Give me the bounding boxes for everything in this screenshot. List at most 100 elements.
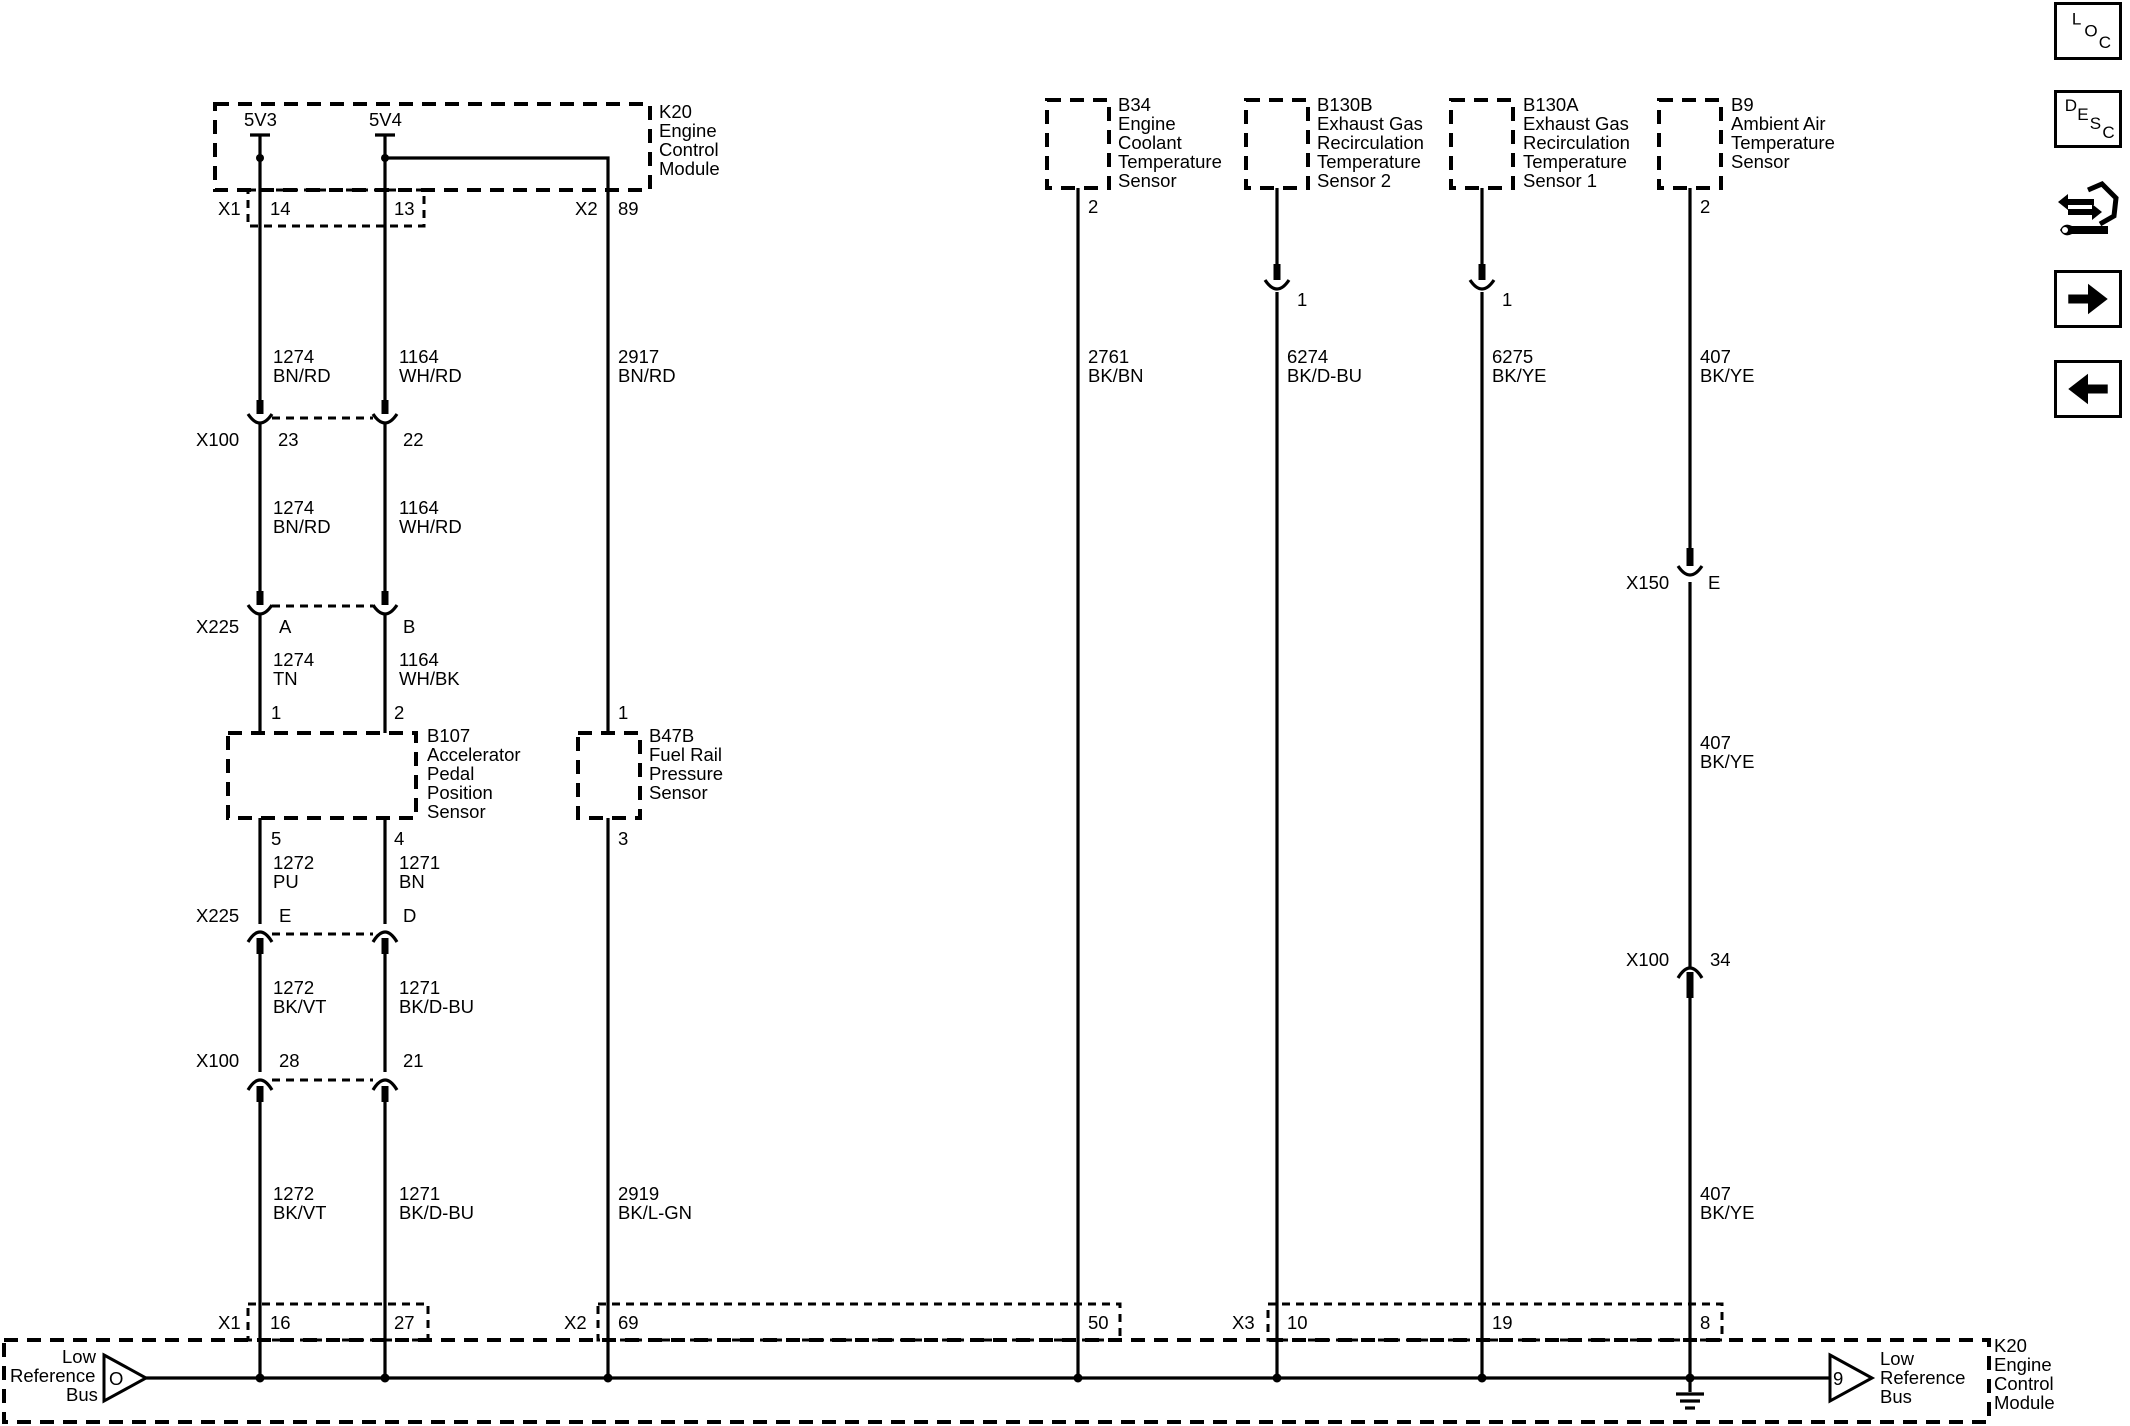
b130b-name-2: Recirculation bbox=[1317, 132, 1424, 153]
wire-label-number: 2761 bbox=[1088, 346, 1129, 367]
x225-bottom-pin-b: D bbox=[403, 905, 416, 926]
b9-pin: 2 bbox=[1700, 196, 1710, 217]
wire-label-color: BK/D-BU bbox=[399, 996, 474, 1017]
b107-pin-2: 2 bbox=[394, 702, 404, 723]
k20-bottom-box bbox=[2, 1338, 1991, 1424]
b9-name-2: Temperature bbox=[1731, 132, 1835, 153]
k20-bottom-x1-label: X1 bbox=[218, 1312, 241, 1333]
k20-bottom-name-1: Engine bbox=[1994, 1354, 2052, 1375]
x225-bottom-label: X225 bbox=[196, 905, 239, 926]
connector-x225-top: X225 A B bbox=[196, 591, 415, 637]
x150-label: X150 bbox=[1626, 572, 1669, 593]
k20-bottom-x3-label: X3 bbox=[1232, 1312, 1255, 1333]
pin-5v3-label: 5V3 bbox=[244, 109, 277, 130]
bus-left-label-3: Bus bbox=[66, 1384, 98, 1405]
connector-b130a-pin: 1 bbox=[1468, 264, 1512, 310]
x100-top-label: X100 bbox=[196, 429, 239, 450]
desc-icon: D E S C bbox=[2065, 96, 2115, 142]
b9-name-3: Sensor bbox=[1731, 151, 1790, 172]
k20-bottom-name-2: Control bbox=[1994, 1373, 2054, 1394]
k20-top-x2-pin: 89 bbox=[618, 198, 639, 219]
connector-x100-top: X100 23 22 bbox=[196, 400, 424, 450]
wire-label-color: BK/YE bbox=[1492, 365, 1547, 386]
component-b130b: B130B Exhaust Gas Recirculation Temperat… bbox=[1244, 94, 1424, 191]
wire-label-color: WH/RD bbox=[399, 516, 462, 537]
b47b-pin-top: 1 bbox=[618, 702, 628, 723]
b47b-name-1: Fuel Rail bbox=[649, 744, 722, 765]
wire-label-color: BK/L-GN bbox=[618, 1202, 692, 1223]
b130b-name-1: Exhaust Gas bbox=[1317, 113, 1423, 134]
wire-label-number: 6275 bbox=[1492, 346, 1533, 367]
component-b107: 1 2 5 4 B107 Accelerator Pedal Position … bbox=[226, 702, 521, 849]
inline-connectors: X100 23 22 X225 A B X225 E D bbox=[196, 264, 1731, 1102]
connector-x100-bottom: X100 28 21 bbox=[196, 1050, 424, 1102]
b107-pin-5: 5 bbox=[271, 828, 281, 849]
wire-label-color: BK/BN bbox=[1088, 365, 1144, 386]
b47b-name-2: Pressure bbox=[649, 763, 723, 784]
wire-label-number: 407 bbox=[1700, 1183, 1731, 1204]
wire-label-number: 1271 bbox=[399, 977, 440, 998]
k20-top-name-2: Control bbox=[659, 139, 719, 160]
wire-label-color: BK/VT bbox=[273, 996, 326, 1017]
wire-label-number: 407 bbox=[1700, 346, 1731, 367]
connector-wrench-icon bbox=[2058, 181, 2119, 236]
k20-bottom-x3-pin-a: 10 bbox=[1287, 1312, 1308, 1333]
b107-name-2: Pedal bbox=[427, 763, 474, 784]
k20-top-x1-pin-a: 14 bbox=[270, 198, 291, 219]
wire-label-color: PU bbox=[273, 871, 299, 892]
wire-labels: 1274 BN/RD 1164 WH/RD 2917 BN/RD 1274 BN… bbox=[273, 346, 1755, 1223]
wire-label-color: BN/RD bbox=[273, 516, 331, 537]
wire-label-number: 1272 bbox=[273, 977, 314, 998]
next-page-button[interactable] bbox=[2054, 270, 2122, 328]
b47b-name-3: Sensor bbox=[649, 782, 708, 803]
arrow-left-icon bbox=[2068, 373, 2108, 405]
desc-letter-e: E bbox=[2077, 105, 2088, 124]
k20-bottom-x2-pin-b: 50 bbox=[1088, 1312, 1109, 1333]
b130b-id: B130B bbox=[1317, 94, 1373, 115]
x100-bottom-pin-b: 21 bbox=[403, 1050, 424, 1071]
loc-icon: L O C bbox=[2072, 10, 2111, 52]
wire-label-number: 2917 bbox=[618, 346, 659, 367]
b107-id: B107 bbox=[427, 725, 470, 746]
b130a-name-4: Sensor 1 bbox=[1523, 170, 1597, 191]
k20-top-module: K20 Engine Control Module 5V3 5V4 X1 14 … bbox=[213, 101, 720, 228]
b130a-pin-1: 1 bbox=[1502, 289, 1512, 310]
x100-bottom-label: X100 bbox=[196, 1050, 239, 1071]
arrow-right-icon bbox=[2068, 283, 2108, 315]
bus-right-label-2: Reference bbox=[1880, 1367, 1965, 1388]
connector-tool-button[interactable] bbox=[2054, 176, 2122, 254]
x100-top-pin-a: 23 bbox=[278, 429, 299, 450]
desc-button[interactable]: D E S C bbox=[2054, 90, 2122, 148]
wire-label-color: BK/YE bbox=[1700, 365, 1755, 386]
k20-top-name-3: Module bbox=[659, 158, 720, 179]
wire-label-color: BN/RD bbox=[273, 365, 331, 386]
component-b9: 2 B9 Ambient Air Temperature Sensor bbox=[1657, 94, 1835, 217]
loc-button[interactable]: L O C bbox=[2054, 2, 2122, 60]
k20-bottom-x3-connector bbox=[1266, 1302, 1724, 1342]
k20-top-id: K20 bbox=[659, 101, 692, 122]
k20-bottom-id: K20 bbox=[1994, 1335, 2027, 1356]
b107-pin-1: 1 bbox=[271, 702, 281, 723]
k20-top-x2-label: X2 bbox=[575, 198, 598, 219]
wire-label-color: BK/YE bbox=[1700, 751, 1755, 772]
wire-label-number: 1274 bbox=[273, 649, 314, 670]
previous-page-button[interactable] bbox=[2054, 360, 2122, 418]
wire-label-number: 1164 bbox=[399, 649, 439, 670]
k20-bottom-x2-pin-a: 69 bbox=[618, 1312, 639, 1333]
wire-label-color: WH/RD bbox=[399, 365, 462, 386]
loc-letter-c: C bbox=[2099, 33, 2111, 52]
b47b-id: B47B bbox=[649, 725, 694, 746]
k20-top-name-1: Engine bbox=[659, 120, 717, 141]
b107-name-4: Sensor bbox=[427, 801, 486, 822]
wire-label-color: BK/YE bbox=[1700, 1202, 1755, 1223]
wire-label-number: 6274 bbox=[1287, 346, 1328, 367]
wire-label-number: 1272 bbox=[273, 1183, 314, 1204]
low-reference-bus-right: 9 Low Reference Bus bbox=[1828, 1348, 1965, 1407]
x225-top-pin-b: B bbox=[403, 616, 415, 637]
wire-label-color: TN bbox=[273, 668, 298, 689]
wire-label-number: 1164 bbox=[399, 497, 439, 518]
x100-right-pin: 34 bbox=[1710, 949, 1731, 970]
b34-name-3: Temperature bbox=[1118, 151, 1222, 172]
wire-label-color: BN/RD bbox=[618, 365, 676, 386]
